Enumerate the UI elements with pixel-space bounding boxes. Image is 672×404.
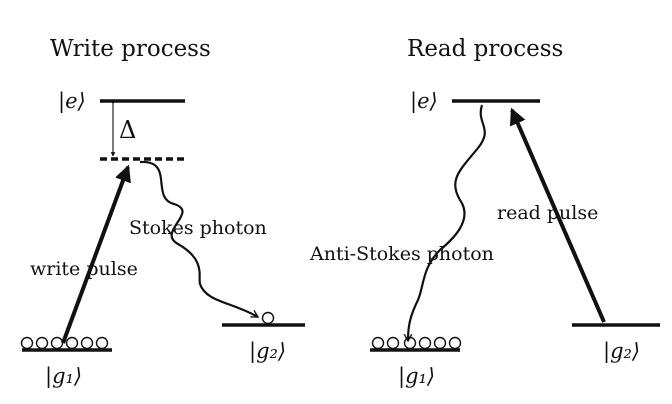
atom <box>80 336 94 350</box>
write-ground1-label: |g₁⟩ <box>45 364 82 389</box>
atom <box>95 336 109 350</box>
atom <box>433 336 447 350</box>
atom <box>386 336 400 350</box>
write-ground2-label: |g₂⟩ <box>249 339 286 364</box>
read-process-panel: Read process |e⟩ |g₁⟩ |g₂⟩ read pulse An… <box>309 36 660 389</box>
write-pulse-label: write pulse <box>30 258 138 280</box>
write-pulse-arrow <box>61 164 131 344</box>
write-process-panel: Write process |e⟩ Δ |g₁⟩ |g₂⟩ write puls… <box>20 36 305 389</box>
atom <box>403 336 417 350</box>
write-process-title: Write process <box>50 36 211 62</box>
atom <box>65 336 79 350</box>
read-pulse-label: read pulse <box>497 202 598 224</box>
write-excited-label: |e⟩ <box>58 89 86 114</box>
read-ground2-label: |g₂⟩ <box>603 339 640 364</box>
atom <box>371 336 385 350</box>
read-pulse-arrow <box>509 107 606 323</box>
detuning-label: Δ <box>119 116 136 144</box>
anti-stokes-photon-wave <box>403 104 486 343</box>
atom <box>20 336 34 350</box>
read-atoms <box>371 336 462 350</box>
atom <box>448 336 462 350</box>
atom <box>418 336 432 350</box>
atom <box>35 336 49 350</box>
read-process-title: Read process <box>407 36 563 62</box>
transferred-atom <box>261 311 275 325</box>
stokes-photon-label: Stokes photon <box>129 217 267 239</box>
write-atoms <box>20 336 109 350</box>
read-ground1-label: |g₁⟩ <box>398 364 435 389</box>
atom <box>50 336 64 350</box>
read-excited-label: |e⟩ <box>410 89 438 114</box>
anti-stokes-photon-label: Anti-Stokes photon <box>309 243 494 265</box>
stokes-photon-wave <box>139 160 260 318</box>
